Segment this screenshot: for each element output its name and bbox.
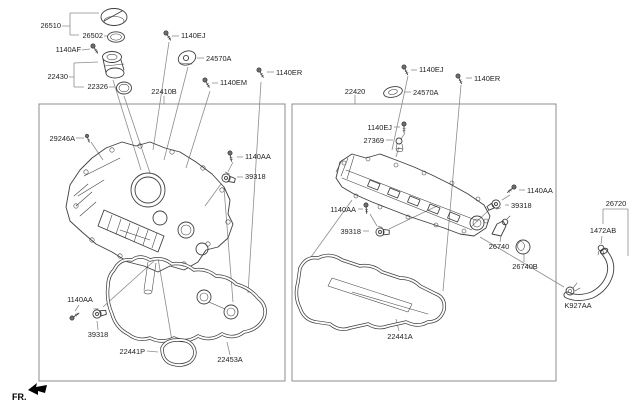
- breather-cap-24570A-right: [383, 86, 403, 98]
- bolt-1140EJ-right-top: [399, 63, 411, 76]
- callout-27369: 27369: [363, 136, 384, 145]
- front-direction-marker: FR.: [12, 383, 47, 402]
- cam-sensor-39318-left-bottom: [91, 306, 108, 320]
- front-arrow-icon: [28, 383, 47, 395]
- breather-hose-26720: [563, 247, 615, 301]
- callout-22410B: 22410B: [151, 87, 177, 96]
- callout-26720: 26720: [606, 199, 627, 208]
- pcv-valve-26740: [491, 215, 511, 237]
- bolt-1140ER-right: [453, 72, 465, 85]
- valve-cover-left-22410B: [65, 141, 234, 295]
- callout-1140EJ-2: 1140EJ: [419, 65, 444, 74]
- callout-1140EJ-3: 1140EJ: [367, 123, 392, 132]
- callout-1140ER-2: 1140ER: [474, 74, 500, 83]
- callout-26740: 26740: [489, 242, 510, 251]
- bolt-1140EJ-left: [162, 30, 173, 41]
- bolt-1140AA-right-end: [507, 183, 517, 194]
- callout-26510: 26510: [40, 21, 61, 30]
- gasket-22453A: [105, 255, 267, 343]
- bolt-1140ER-left: [254, 66, 266, 78]
- callout-1472AB: 1472AB: [590, 226, 616, 235]
- front-label: FR.: [12, 392, 27, 402]
- clamp-K927AA: [565, 282, 581, 296]
- callout-1140AF: 1140AF: [56, 45, 82, 54]
- callout-26502: 26502: [82, 31, 103, 40]
- callout-22441A: 22441A: [387, 332, 413, 341]
- valve-cover-right-22420: [335, 153, 491, 237]
- oil-filler-cap-26510: [100, 8, 128, 26]
- bolt-1140AF: [89, 43, 100, 54]
- o-ring-22326: [116, 81, 132, 95]
- gasket-22441A: [294, 253, 447, 332]
- callout-1140AA-3: 1140AA: [330, 205, 356, 214]
- callout-29246A: 29246A: [50, 134, 76, 143]
- panel-box-left: [38, 103, 286, 382]
- panel-box-right: [291, 103, 557, 382]
- callout-1140EJ-1: 1140EJ: [181, 31, 206, 40]
- callout-39318-4: 39318: [511, 201, 532, 210]
- bolt-29246A: [83, 133, 93, 143]
- gasket-22441P: [160, 338, 197, 367]
- oil-filler-neck-22430: [102, 51, 125, 79]
- cam-sensor-39318-right-end: [485, 197, 503, 214]
- callout-26740B: 26740B: [512, 262, 538, 271]
- cam-sensor-39318-right-mid: [375, 225, 390, 237]
- bolt-1140EM: [200, 76, 212, 88]
- callout-22453A: 22453A: [217, 355, 243, 364]
- callout-22420: 22420: [345, 87, 366, 96]
- callout-39318-3: 39318: [340, 227, 361, 236]
- callout-1140AA-4: 1140AA: [527, 186, 553, 195]
- callout-1140AA-1: 1140AA: [245, 152, 271, 161]
- callout-1140EM: 1140EM: [220, 78, 247, 87]
- bolt-1140AA-left-bottom: [69, 311, 80, 322]
- callout-1140ER-1: 1140ER: [276, 68, 302, 77]
- callout-24570A-1: 24570A: [206, 54, 232, 63]
- callout-39318-1: 39318: [245, 172, 266, 181]
- grommet-26740B: [515, 239, 531, 255]
- grommet-27369: [395, 137, 404, 152]
- clip-1472AB: [597, 244, 605, 256]
- callout-22326: 22326: [87, 82, 108, 91]
- leader-lines: [62, 12, 629, 356]
- callout-24570A-2: 24570A: [413, 88, 439, 97]
- callout-22430: 22430: [47, 72, 68, 81]
- bolt-1140AA-left-mid: [224, 149, 237, 162]
- cam-sensor-39318-left-mid: [220, 171, 237, 185]
- callout-1140AA-2: 1140AA: [67, 295, 93, 304]
- callout-K927AA: K927AA: [564, 301, 591, 310]
- callout-39318-2: 39318: [88, 330, 109, 339]
- breather-cap-24570A-left: [177, 50, 197, 66]
- callout-22441P: 22441P: [120, 347, 146, 356]
- callout-labels: 26510 26502 1140AF 22430 22326 22410B 11…: [40, 21, 626, 364]
- filler-cap-packing-26502: [107, 31, 125, 43]
- bolt-1140AA-right-mid: [360, 201, 373, 214]
